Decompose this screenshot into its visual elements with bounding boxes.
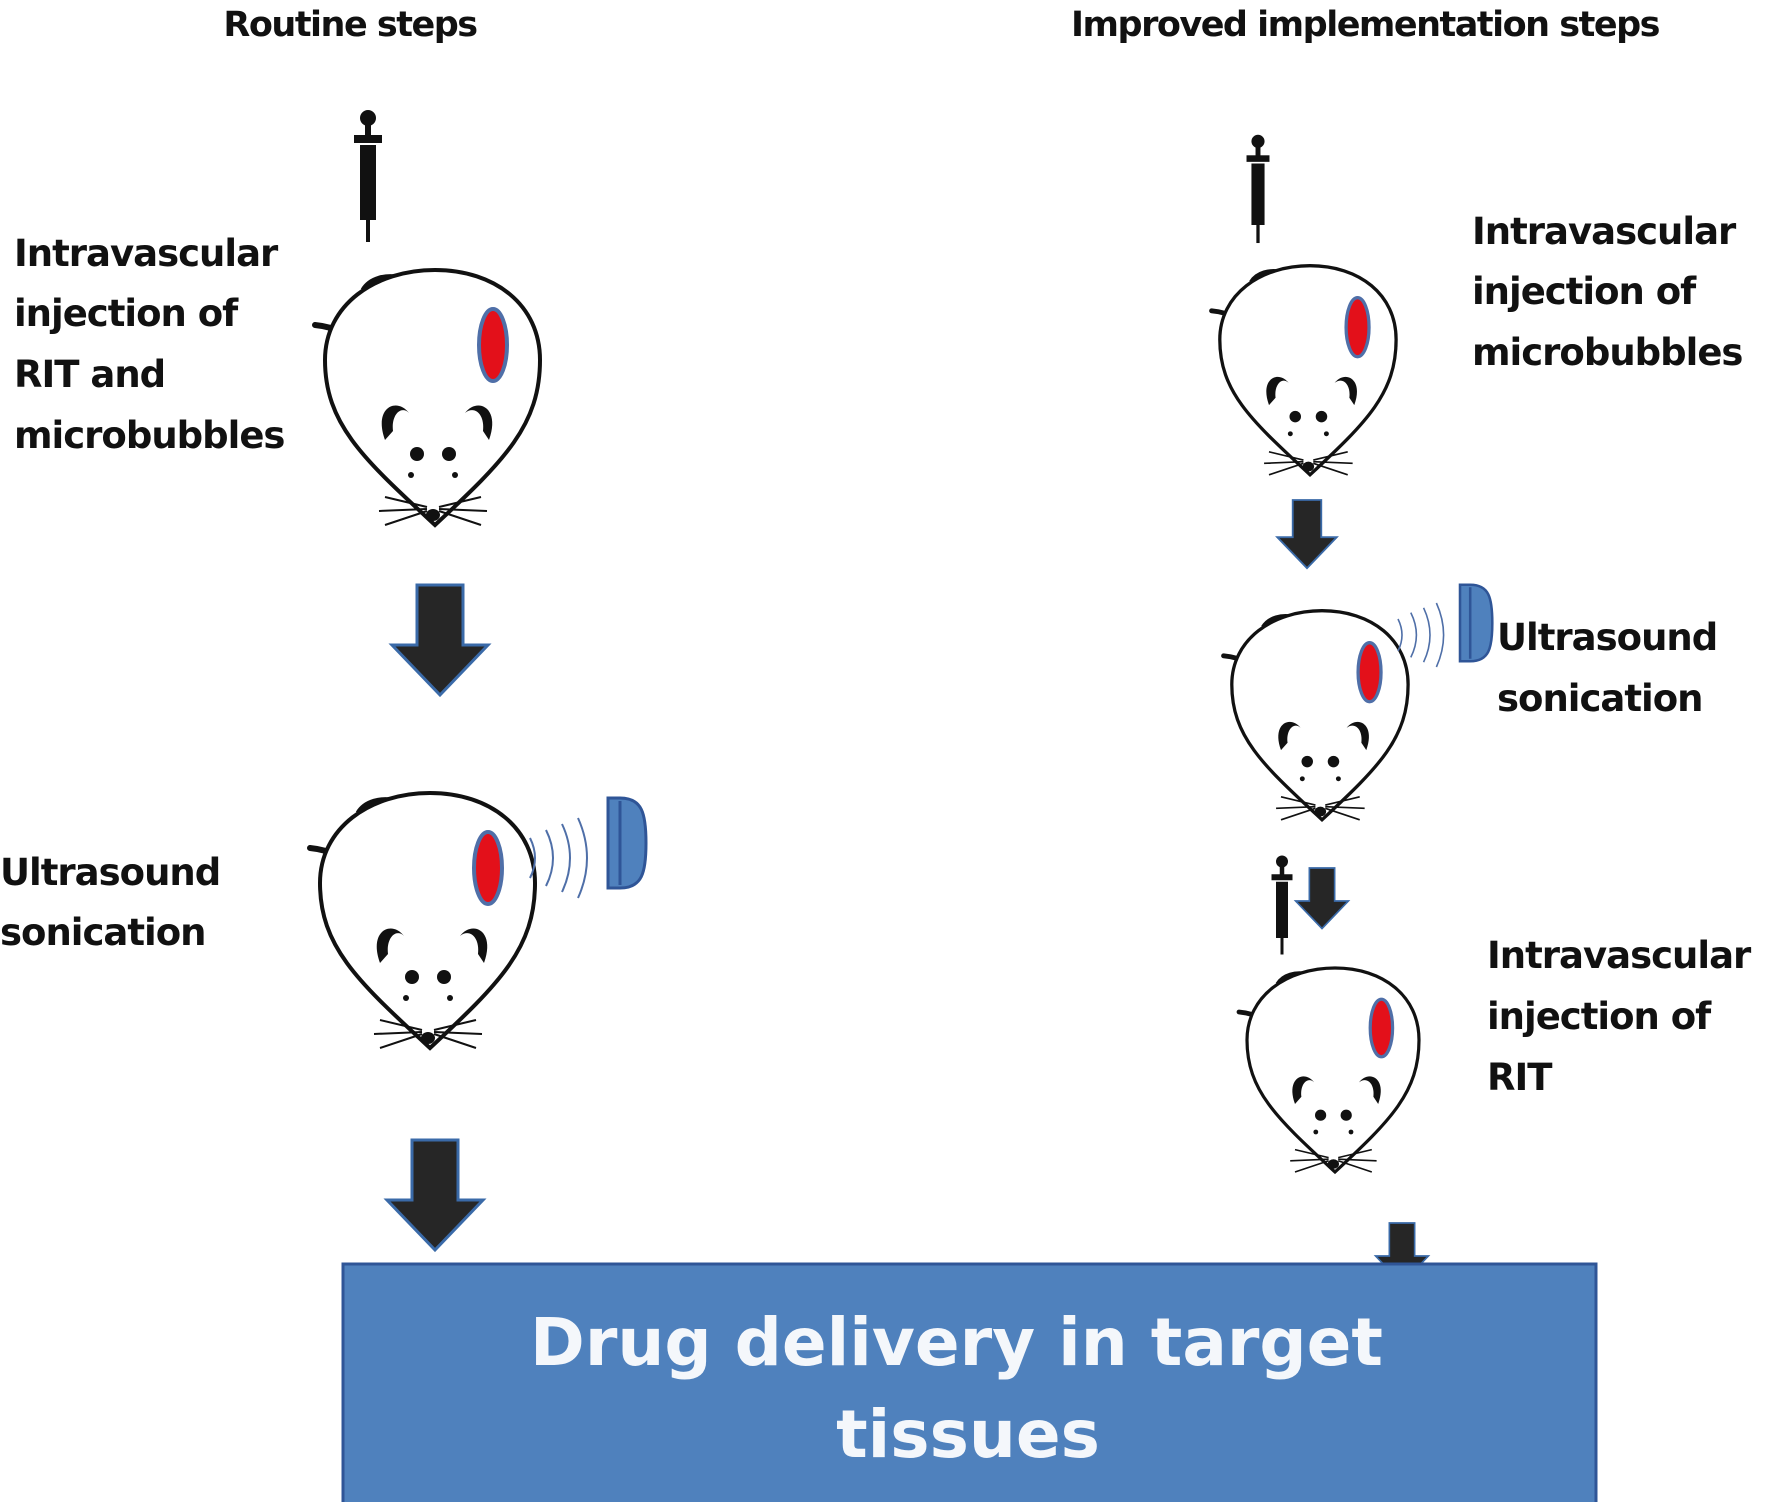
mouse-head-icon: [1212, 266, 1397, 475]
routine-step2-mouse: [310, 793, 648, 1048]
improved-step1-line1: Intravascular: [1472, 210, 1737, 253]
syringe-icon: [1271, 855, 1293, 955]
improved-step1-line2: injection of: [1472, 270, 1697, 313]
sound-waves-icon: [529, 817, 588, 899]
routine-step1-mouse: [315, 110, 540, 525]
down-arrow-icon: [1276, 499, 1338, 570]
syringe-icon: [354, 110, 382, 242]
down-arrow-icon: [1294, 867, 1350, 930]
improved-step2-label: Ultrasound sonication: [1497, 616, 1729, 720]
improved-step1-label: Intravascular injection of microbubbles: [1472, 210, 1747, 374]
routine-step2-line1: Ultrasound: [0, 851, 220, 894]
improved-step3-label: Intravascular injection of RIT: [1487, 934, 1762, 1099]
mouse-head-icon: [1239, 968, 1419, 1172]
improved-step3-line3: RIT: [1487, 1056, 1553, 1099]
routine-step2-line2: sonication: [0, 911, 206, 954]
down-arrow-icon: [385, 1138, 485, 1252]
down-arrow-icon: [390, 583, 490, 697]
syringe-icon: [1246, 134, 1270, 244]
mouse-head-icon: [310, 793, 535, 1048]
routine-step2-label: Ultrasound sonication: [0, 851, 232, 954]
routine-step1-label: Intravascular injection of RIT and micro…: [14, 232, 289, 457]
drug-delivery-text: Drug delivery in target tissues: [530, 1304, 1406, 1473]
header-improved-steps: Improved implementation steps: [1071, 5, 1660, 45]
ultrasound-transducer-icon: [1458, 583, 1494, 663]
improved-step1-line3: microbubbles: [1472, 331, 1742, 374]
drug-delivery-box: Drug delivery in target tissues: [341, 1262, 1598, 1502]
improved-step3-line1: Intravascular: [1487, 934, 1752, 977]
ultrasound-transducer-icon: [606, 796, 648, 890]
header-routine-steps: Routine steps: [223, 5, 477, 45]
mouse-head-icon: [315, 270, 540, 525]
improved-step3-line2: injection of: [1487, 995, 1712, 1038]
improved-step2-line2: sonication: [1497, 677, 1703, 720]
mouse-head-icon: [1224, 611, 1409, 820]
improved-step2-mouse: [1224, 583, 1494, 820]
drug-delivery-line2: tissues: [836, 1396, 1100, 1473]
drug-delivery-line1: Drug delivery in target: [530, 1304, 1383, 1381]
routine-step1-line1: Intravascular: [14, 232, 279, 275]
routine-step1-line4: microbubbles: [14, 414, 284, 457]
improved-step2-line1: Ultrasound: [1497, 616, 1717, 659]
routine-step1-line2: injection of: [14, 292, 239, 335]
routine-step1-line3: RIT and: [14, 353, 165, 396]
improved-step1-mouse: [1212, 134, 1397, 475]
